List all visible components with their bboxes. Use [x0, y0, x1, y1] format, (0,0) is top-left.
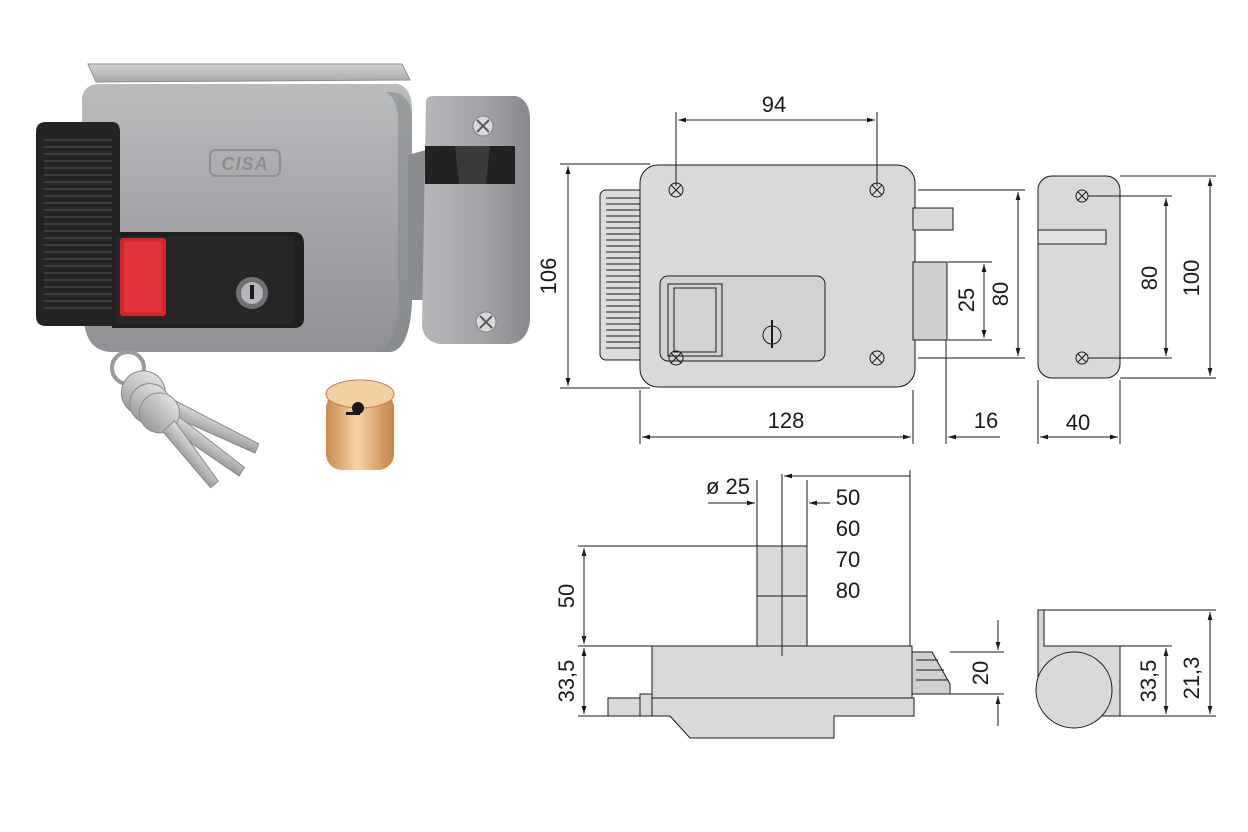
dimension-label: 80	[1137, 266, 1162, 290]
screw-icon	[475, 311, 497, 333]
dimension-label: 40	[1066, 410, 1090, 435]
side-view-drawing: 80 100 40	[1037, 175, 1216, 444]
dimension-label: 106	[536, 258, 561, 295]
keys-photo	[110, 350, 260, 489]
dimension-label: ø 25	[706, 474, 750, 499]
cylinder-length-list: 50 60 70 80	[836, 485, 860, 603]
dimension-label: 16	[974, 408, 998, 433]
cylinder-length-value: 50	[836, 485, 860, 510]
dimension-label: 100	[1179, 260, 1204, 297]
keyhole-icon	[236, 277, 268, 309]
dimension-label: 33,5	[1136, 660, 1161, 703]
dimension-label: 21,3	[1179, 657, 1204, 700]
keyhole-icon	[762, 320, 782, 348]
keeper-photo	[408, 96, 530, 344]
dimension-label: 20	[968, 661, 993, 685]
dimension-label: 33,5	[554, 660, 579, 703]
dimension-label: 80	[988, 282, 1013, 306]
cylinder-length-value: 70	[836, 547, 860, 572]
handle-grip[interactable]	[36, 122, 120, 326]
top-view-drawing: ø 25 50 60 70 80 50 33,5 20	[554, 470, 1004, 739]
dimension-label: 128	[768, 408, 805, 433]
lock-photo: CISA	[36, 63, 412, 352]
cylinder-photo	[325, 379, 395, 470]
dimension-label: 25	[954, 288, 979, 312]
svg-text:CISA: CISA	[221, 154, 268, 174]
cylinder-length-value: 60	[836, 516, 860, 541]
dimension-label: 50	[554, 584, 579, 608]
screw-icon	[472, 115, 494, 137]
dimension-label: 94	[762, 92, 786, 117]
end-view-drawing: 33,5 21,3	[1035, 609, 1216, 729]
cylinder-length-value: 80	[836, 578, 860, 603]
brand-logo: CISA	[209, 149, 281, 177]
front-view-drawing: 94 106 128 16 25 80	[536, 92, 1025, 444]
